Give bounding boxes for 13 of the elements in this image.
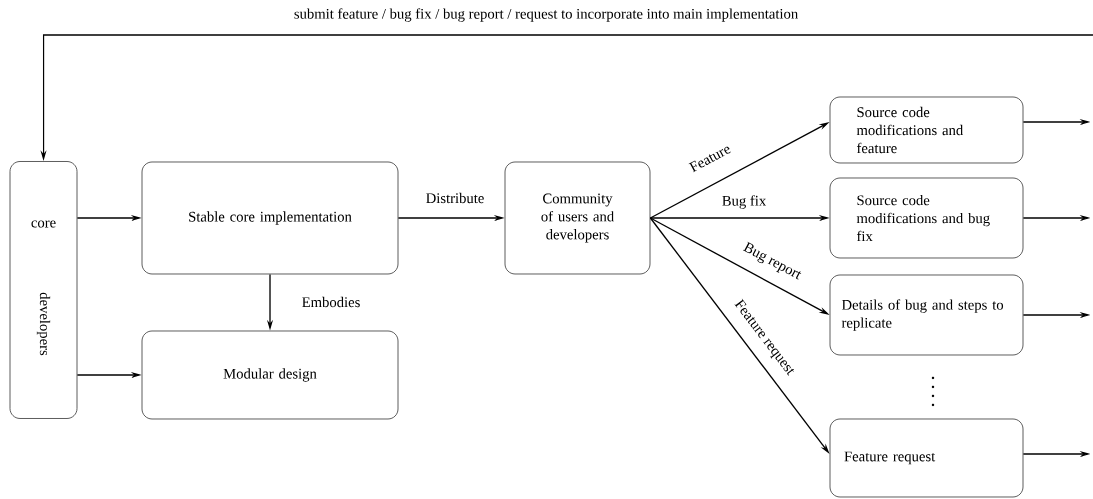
process-box: Source code modifications and bug fix (829, 177, 1024, 259)
edge-label: submit feature / bug fix / bug report / request to incorporate into main implementation (292, 6, 800, 24)
developer-box: core developers (9, 161, 78, 419)
edge-label: Embodies (300, 295, 362, 309)
process-box: Modular design (141, 330, 399, 420)
process-box: Stable core implementation (141, 161, 399, 275)
process-box: Feature request (829, 418, 1024, 498)
edge-label: Distribute (424, 191, 486, 205)
process-box: Source code modifications and feature (829, 96, 1024, 164)
edge-label: Bug report (739, 239, 805, 285)
process-box: Details of bug and steps to replicate (829, 274, 1024, 356)
edge-label: Bug fix (720, 193, 768, 211)
process-box: Community of users and developers (504, 161, 651, 275)
